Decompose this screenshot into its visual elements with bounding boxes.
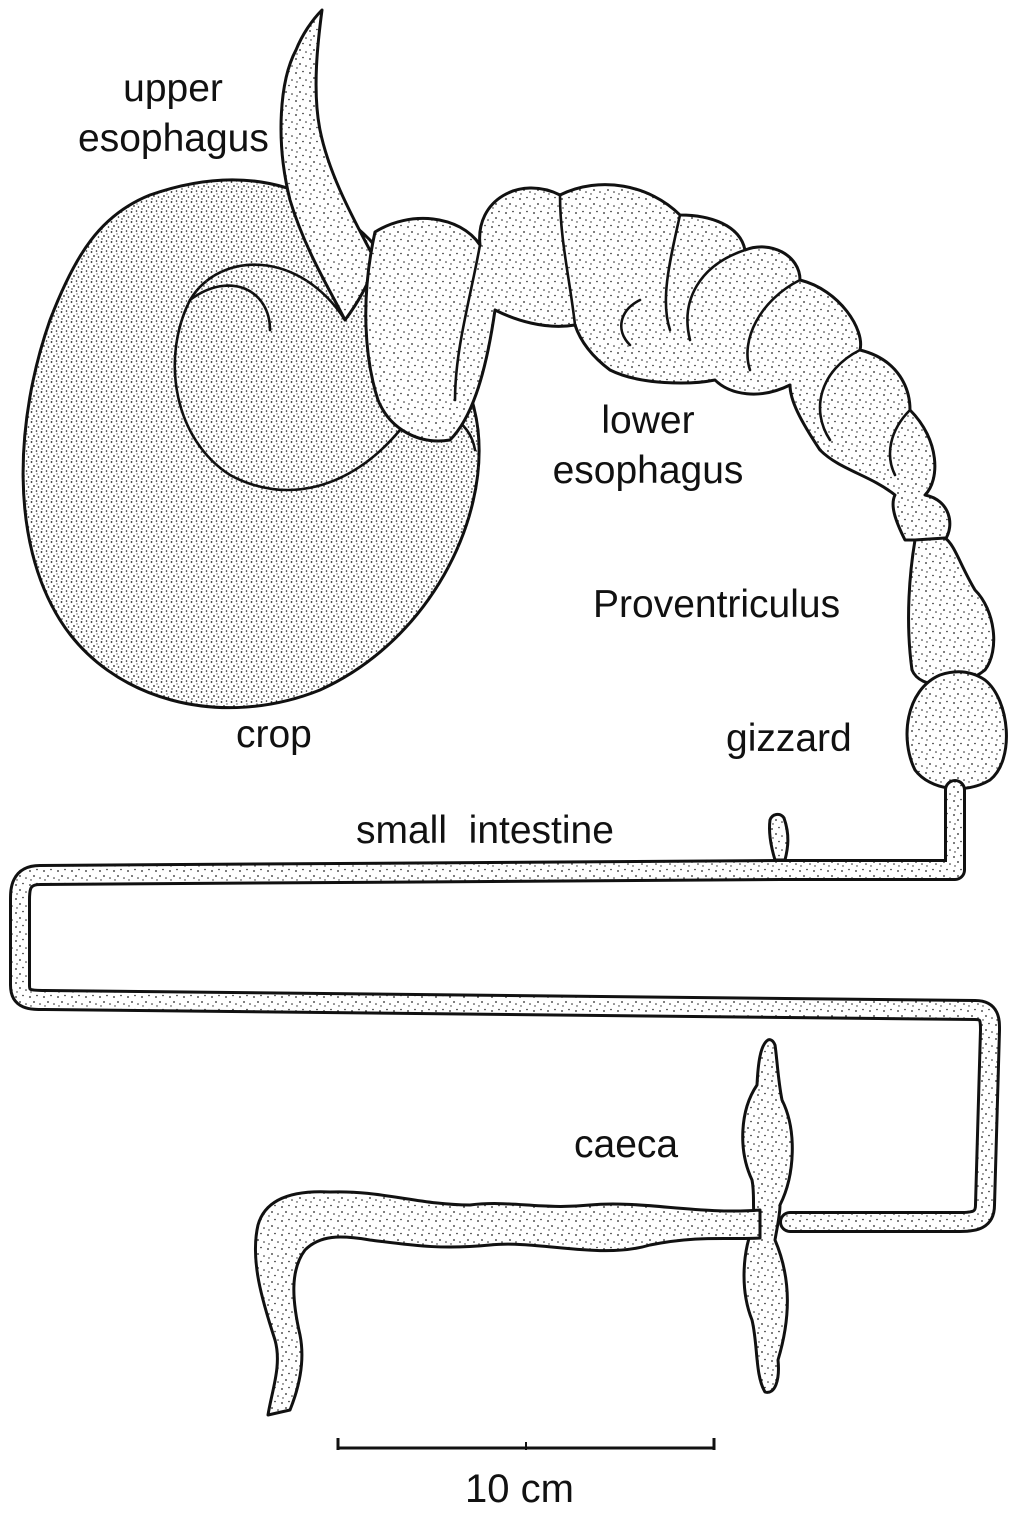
scale-bar bbox=[336, 1438, 716, 1462]
label-crop: crop bbox=[236, 710, 312, 760]
scale-bar-label: 10 cm bbox=[465, 1464, 574, 1514]
label-lower-esophagus-line-1: lower bbox=[528, 396, 768, 446]
label-lower-esophagus-line-2: esophagus bbox=[528, 446, 768, 496]
label-gizzard: gizzard bbox=[726, 714, 852, 764]
label-small-intestine: small intestine bbox=[356, 806, 614, 856]
label-caeca: caeca bbox=[574, 1120, 678, 1170]
large-intestine-organ bbox=[255, 1192, 760, 1415]
proventriculus-organ bbox=[909, 538, 994, 685]
gizzard-organ bbox=[907, 672, 1006, 789]
label-lower-esophagus: lower esophagus bbox=[528, 396, 768, 496]
label-upper-esophagus-line-2: esophagus bbox=[78, 114, 268, 164]
label-proventriculus: Proventriculus bbox=[593, 580, 840, 630]
label-upper-esophagus-line-1: upper bbox=[78, 64, 268, 114]
label-upper-esophagus: upper esophagus bbox=[78, 64, 268, 164]
